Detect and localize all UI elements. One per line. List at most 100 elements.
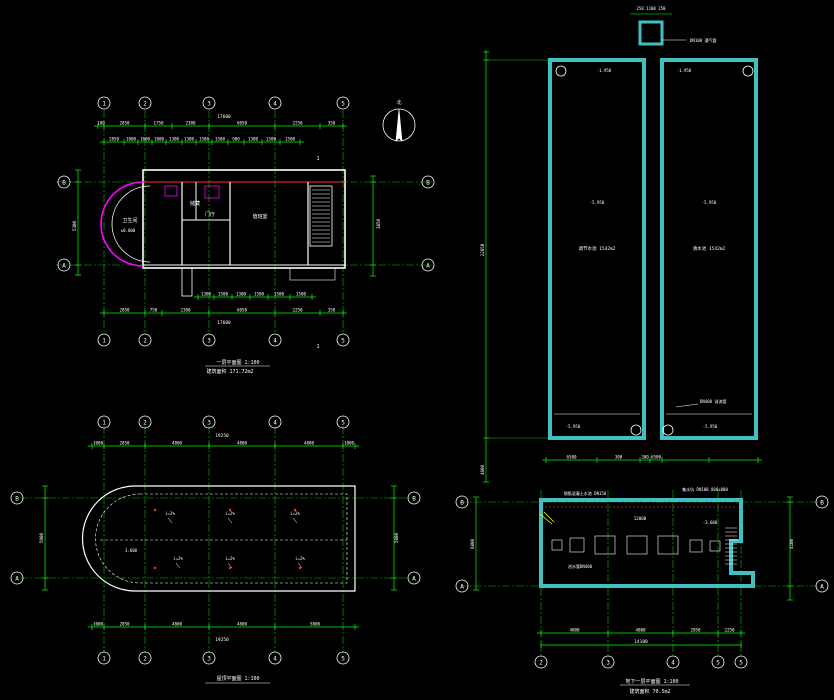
basement-equipment (657, 535, 679, 555)
axis-label: 1 (102, 420, 106, 427)
axis-label: 5 (341, 656, 345, 663)
basement-note: 进水管DN400 (568, 563, 593, 569)
roof-parapet (95, 493, 348, 584)
basement-subcaption: 建筑面积 70.5m2 (629, 688, 670, 695)
roof-side-value: 5000 (39, 532, 44, 543)
axis-label: 1 (102, 338, 106, 345)
basement-pit (689, 539, 703, 553)
roof-drain-icon (228, 508, 232, 512)
axis-bubble (455, 579, 469, 593)
axis-bubble (815, 495, 829, 509)
north-arrow-pointer-icon (395, 108, 403, 142)
axis-label: 4 (273, 338, 277, 345)
slope-arrow (167, 517, 173, 524)
plan1-dim-bot-value: 1500 (218, 292, 229, 297)
slope-mark: i=2% (290, 511, 300, 516)
plan1-dim-mid-value: 1500 (199, 137, 210, 142)
axis-bubble (57, 175, 71, 189)
axis-label: A (820, 584, 824, 591)
axis-bubble (407, 571, 421, 585)
tank-total-height: 22850 (480, 243, 485, 256)
plan1-dim-bot-value: 1300 (201, 292, 212, 297)
axis-label: B (460, 500, 464, 507)
tank-elev: -1.950 (597, 68, 612, 73)
tank-side-value: 4800 (480, 464, 485, 475)
slope-arrow (175, 562, 181, 569)
axis-label: 5 (341, 101, 345, 108)
plan1-curved-glass-wall (100, 181, 144, 267)
tank-left-wall (548, 58, 646, 440)
slope-arrow (227, 517, 233, 524)
roof-caption: 屋顶平面图 1:100 (216, 676, 259, 682)
basement-total: 14100 (634, 639, 648, 645)
plan1-dim-mid-value: 1500 (285, 137, 296, 142)
roof-elevation: 3.600 (125, 548, 138, 553)
roof-dim-top-value: 4800 (237, 441, 248, 446)
axis-bubble (202, 651, 216, 665)
basement-equipment (594, 535, 616, 555)
axis-bubble (815, 579, 829, 593)
plan1-outer-wall (142, 169, 346, 269)
axis-bubble (407, 491, 421, 505)
axis-label: 5 (341, 420, 345, 427)
basement-elev: -3.600 (703, 520, 718, 525)
leader-line (675, 403, 699, 408)
axis-bubble (421, 175, 435, 189)
basement-dim-bot-value: 4800 (635, 628, 646, 633)
axis-bubble (336, 96, 350, 110)
tank-elev: -5.950 (590, 200, 605, 205)
plan1-dim-mid-value: 1500 (215, 137, 226, 142)
slope-mark: i=2% (225, 556, 235, 561)
plan1-dim-bot2-value: 2850 (119, 308, 130, 313)
axis-bubble (138, 96, 152, 110)
axis-label: 3 (207, 338, 211, 345)
slope-arrow (292, 517, 298, 524)
axis-label: B (426, 180, 430, 187)
axis-bubble (336, 415, 350, 429)
axis-label: B (15, 496, 19, 503)
slope-mark: i=2% (165, 511, 175, 516)
axis-label: 4 (671, 660, 675, 667)
axis-label: 5 (341, 338, 345, 345)
axis-label: 2 (143, 420, 147, 427)
roof-dim-top-value: 4800 (172, 441, 183, 446)
axis-label: B (820, 500, 824, 507)
axis-bubble (268, 96, 282, 110)
axis-label: 3 (207, 420, 211, 427)
roof-dim-top-value: 1000 (344, 441, 355, 446)
basement-dim-bot-value: 2250 (724, 628, 735, 633)
plan1-dim-bot2-value: 750 (150, 308, 158, 313)
plan1-dim-bot-value: 1300 (236, 292, 247, 297)
basement-note: 钢筋混凝土水池 DN150 (564, 490, 607, 496)
axis-label: 2 (143, 338, 147, 345)
axis-bubble (711, 655, 725, 669)
plan1-dim-bot2-value: 350 (328, 308, 336, 313)
tank-note: DN400 溢流管 (700, 398, 726, 404)
axis-label: 2 (143, 656, 147, 663)
axis-label: B (412, 496, 416, 503)
plan1-dim-mid-value: 1300 (169, 137, 180, 142)
plan1-dim-mid-value: 1000 (126, 137, 137, 142)
axis-label: 5 (739, 660, 743, 667)
plan1-dim-bot-value: 1500 (254, 292, 265, 297)
slope-mark: i=2% (173, 556, 183, 561)
axis-bubble (202, 415, 216, 429)
plan1-stair (309, 185, 333, 247)
plan1-dim-mid-value: 2850 (109, 137, 120, 142)
roof-drain-icon (153, 566, 157, 570)
manhole-icon (630, 424, 642, 436)
axis-label: A (460, 584, 464, 591)
axis-label: A (426, 263, 430, 270)
room-label: 储藏 (190, 200, 200, 207)
manhole-icon (662, 424, 674, 436)
plan1-dim-top-value: 350 (328, 121, 336, 126)
axis-label: A (412, 576, 416, 583)
plan1-caption: 一层平面图 1:100 (216, 360, 259, 366)
plan1-dim-mid-value: 1300 (248, 137, 259, 142)
axis-label: A (15, 576, 19, 583)
basement-note: 集水坑 DN100 800x800 (682, 486, 728, 492)
basement-pit (709, 540, 721, 552)
slope-mark: i=2% (295, 556, 305, 561)
plan1-dim-top-value: 2250 (292, 121, 303, 126)
plan1-dim-top-value: 6050 (237, 121, 248, 126)
